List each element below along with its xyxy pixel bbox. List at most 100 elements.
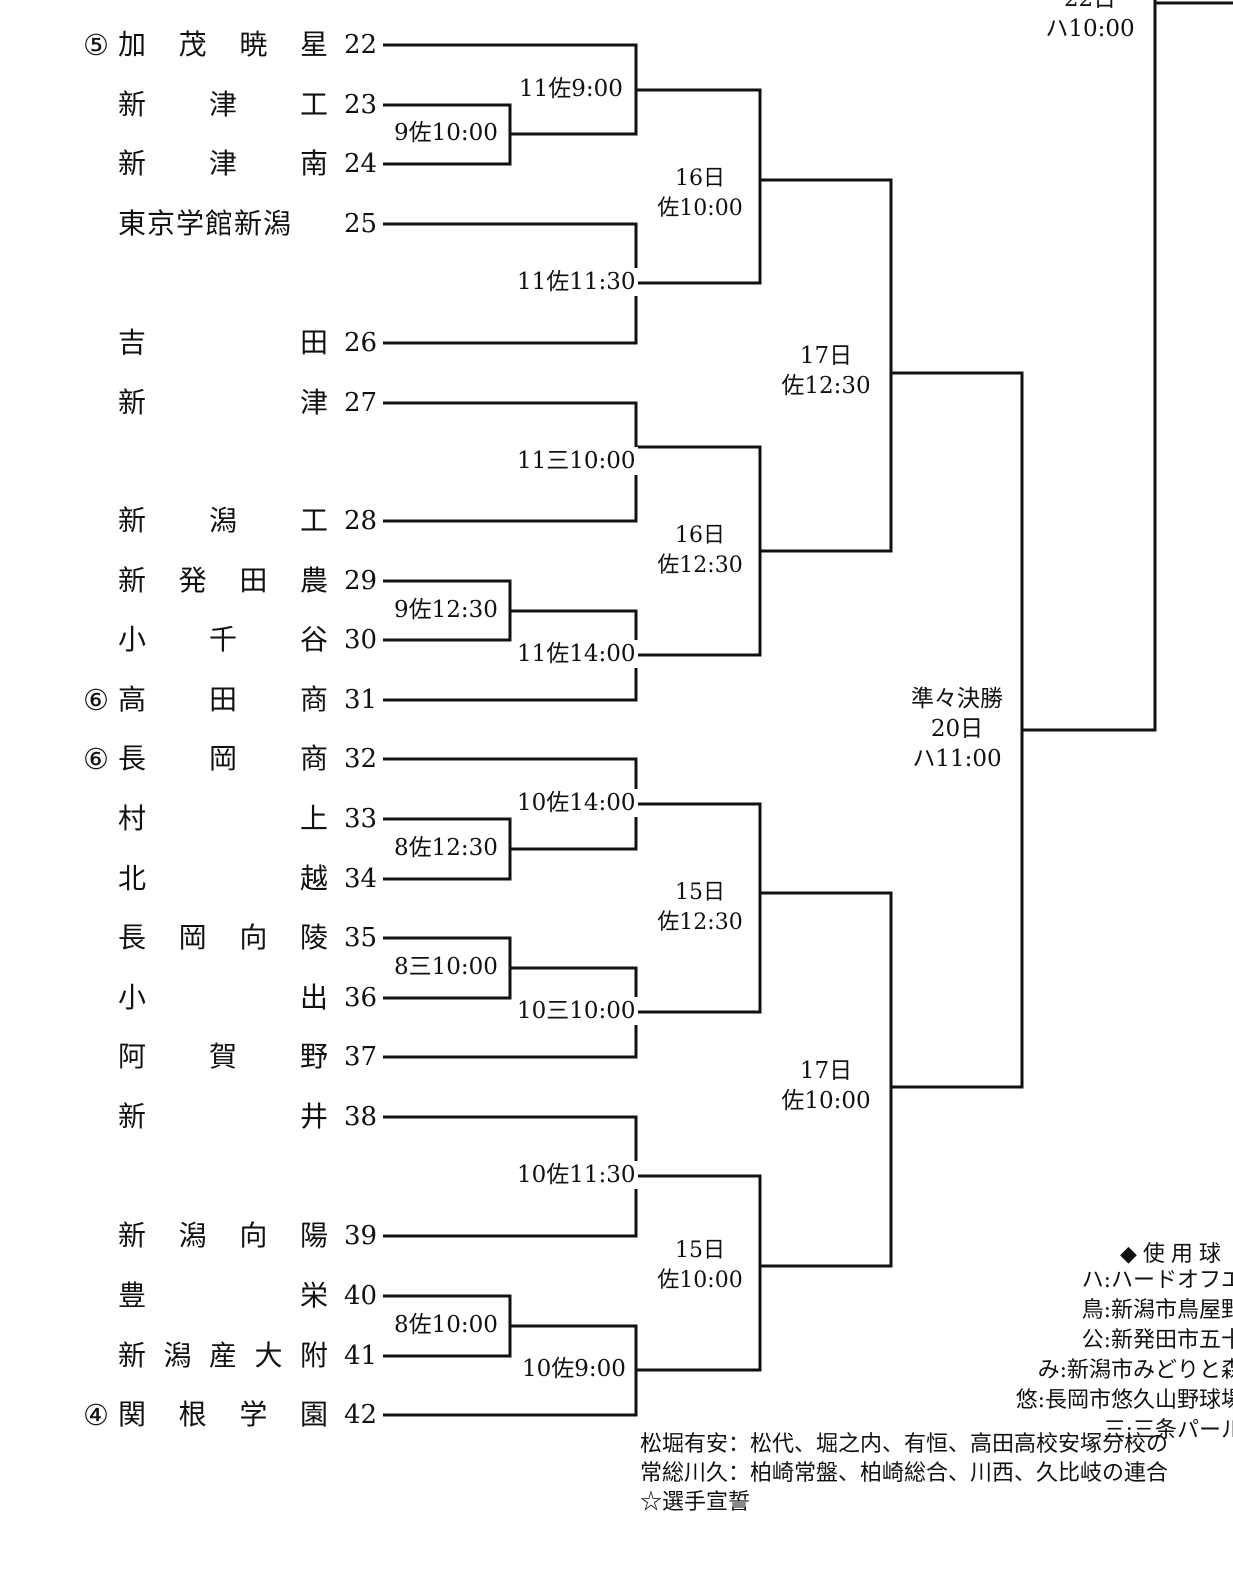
team-name: 東京学館新潟 — [118, 207, 293, 240]
legend-title: ◆使用球 — [1120, 1242, 1227, 1267]
team-number: 23 — [344, 90, 378, 120]
match-label-35-36: 8三10:00 — [392, 953, 500, 981]
team-name: 加茂暁星 — [118, 28, 328, 61]
team-row: 小千谷 30 — [78, 620, 383, 660]
team-row: 北越 34 — [78, 859, 383, 899]
match-label-22: 11佐9:00 — [517, 75, 625, 103]
team-row: 小出 36 — [78, 978, 383, 1018]
team-seed: ⑤ — [83, 28, 109, 62]
team-name: 新発田農 — [118, 564, 328, 597]
team-name: 関根学園 — [118, 1398, 328, 1431]
team-row: ⑥ 高田商 31 — [78, 680, 383, 720]
team-name: 豊栄 — [118, 1279, 328, 1312]
team-number: 28 — [344, 506, 378, 536]
legend-item-ha: ハ:ハードオフエ — [1081, 1268, 1233, 1293]
team-number: 30 — [344, 625, 378, 655]
team-row: 新潟向陽 39 — [78, 1216, 383, 1256]
team-number: 27 — [344, 388, 378, 418]
team-name: 長岡商 — [118, 742, 328, 775]
team-row: 村上 33 — [78, 799, 383, 839]
team-number: 42 — [344, 1400, 378, 1430]
match-label-23-24: 9佐10:00 — [392, 119, 500, 147]
match-label-40-41: 8佐10:00 — [392, 1311, 500, 1339]
team-number: 31 — [344, 685, 378, 715]
team-row: ⑥ 長岡商 32 — [78, 739, 383, 779]
team-seed: ④ — [83, 1398, 109, 1432]
team-number: 39 — [344, 1221, 378, 1251]
footnote-1: 松堀有安：松代、堀之内、有恒、高田高校安塚分校の — [640, 1432, 1169, 1457]
match-label-33-34: 8佐12:30 — [392, 834, 500, 862]
team-name: 新津南 — [118, 147, 328, 180]
team-name: 村上 — [118, 802, 328, 835]
team-name: 北越 — [118, 862, 328, 895]
team-number: 26 — [344, 328, 378, 358]
team-number: 33 — [344, 804, 378, 834]
team-number: 40 — [344, 1281, 378, 1311]
team-row: 東京学館新潟 25 — [78, 204, 383, 244]
team-row: 新津南 24 — [78, 144, 383, 184]
team-seed: ⑥ — [83, 683, 109, 717]
team-row: 阿賀野 37 — [78, 1037, 383, 1077]
team-name: 新潟産大附 — [118, 1339, 328, 1372]
team-number: 34 — [344, 864, 378, 894]
match-label-31: 11佐14:00 — [515, 640, 638, 668]
team-number: 38 — [344, 1102, 378, 1132]
team-seed: ⑥ — [83, 742, 109, 776]
team-number: 41 — [344, 1341, 378, 1371]
round-label-22: 22日ハ10:00 — [1045, 0, 1135, 42]
legend-item-ko: 公:新発田市五十 — [1081, 1328, 1233, 1353]
match-label-27-28: 11三10:00 — [515, 447, 638, 475]
footnote-3: ☆選手宣誓 — [640, 1490, 751, 1515]
match-label-42: 10佐9:00 — [520, 1355, 628, 1383]
team-name: 新潟工 — [118, 504, 328, 537]
team-number: 25 — [344, 209, 378, 239]
round-label-17-b: 17日佐10:00 — [781, 1058, 871, 1114]
round-label-15-a: 15日佐12:30 — [657, 880, 743, 935]
footnotes: 松堀有安：松代、堀之内、有恒、高田高校安塚分校の 常総川久：柏崎常盤、柏崎総合、… — [640, 1430, 1168, 1517]
footnote-2: 常総川久：柏崎常盤、柏崎総合、川西、久比岐の連合 — [640, 1461, 1169, 1486]
team-row: ④ 関根学園 42 — [78, 1395, 383, 1435]
team-number: 35 — [344, 923, 378, 953]
team-number: 36 — [344, 983, 378, 1013]
match-label-38-39: 10佐11:30 — [515, 1161, 638, 1189]
team-name: 長岡向陵 — [118, 921, 328, 954]
team-row: 新津 27 — [78, 383, 383, 423]
team-number: 22 — [344, 30, 378, 60]
match-label-29-30: 9佐12:30 — [392, 596, 500, 624]
team-name: 高田商 — [118, 683, 328, 716]
team-name: 新津工 — [118, 88, 328, 121]
team-row: 長岡向陵 35 — [78, 918, 383, 958]
legend-item-tori: 鳥:新潟市鳥屋野 — [1081, 1298, 1233, 1323]
team-row: 吉田 26 — [78, 323, 383, 363]
team-name: 小出 — [118, 981, 328, 1014]
team-name: 吉田 — [118, 326, 328, 359]
match-label-32: 10佐14:00 — [515, 789, 638, 817]
match-label-25-26: 11佐11:30 — [515, 268, 638, 296]
legend-item-san: 三:三条パール — [1103, 1418, 1233, 1443]
team-number: 24 — [344, 149, 378, 179]
match-label-37: 10三10:00 — [515, 997, 638, 1025]
team-number: 32 — [344, 744, 378, 774]
team-number: 29 — [344, 566, 378, 596]
team-name: 新潟向陽 — [118, 1219, 328, 1252]
team-row: 新潟工 28 — [78, 501, 383, 541]
team-row: 新潟産大附 41 — [78, 1336, 383, 1376]
legend-item-yu: 悠:長岡市悠久山野球場 — [1015, 1388, 1233, 1413]
team-number: 37 — [344, 1042, 378, 1072]
round-label-15-b: 15日佐10:00 — [657, 1238, 743, 1293]
legend-item-mi: み:新潟市みどりと森 — [1037, 1358, 1233, 1383]
round-label-16-b: 16日佐12:30 — [657, 523, 743, 578]
team-row: 新発田農 29 — [78, 561, 383, 601]
round-label-16-a: 16日佐10:00 — [657, 166, 743, 221]
team-row: 新井 38 — [78, 1097, 383, 1137]
team-name: 阿賀野 — [118, 1040, 328, 1073]
team-row: 新津工 23 — [78, 85, 383, 125]
team-name: 新津 — [118, 386, 328, 419]
team-row: ⑤ 加茂暁星 22 — [78, 25, 383, 65]
team-row: 豊栄 40 — [78, 1276, 383, 1316]
team-name: 小千谷 — [118, 623, 328, 656]
round-label-17-a: 17日佐12:30 — [781, 343, 871, 399]
team-name: 新井 — [118, 1100, 328, 1133]
